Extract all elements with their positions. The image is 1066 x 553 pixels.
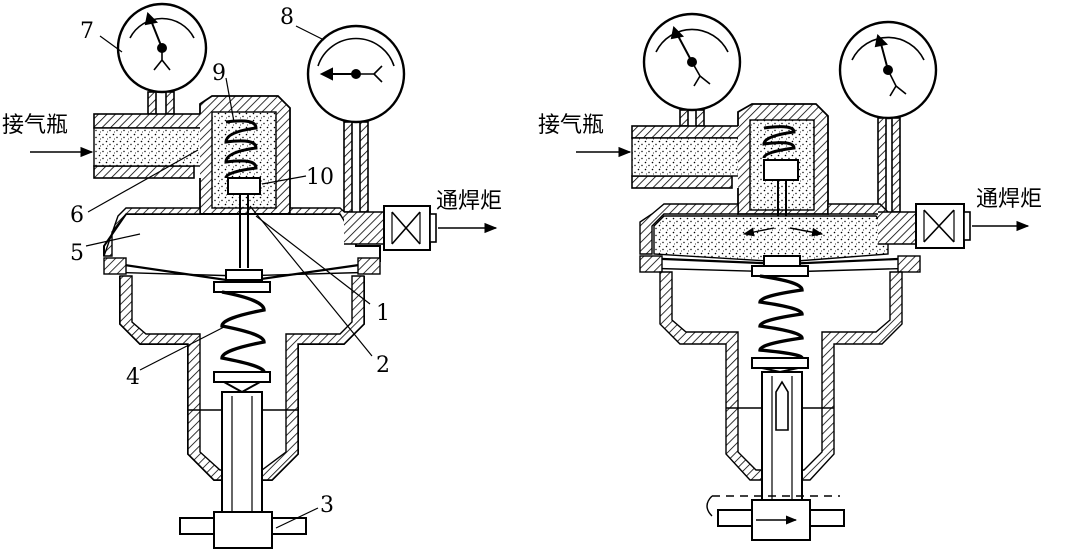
right-main-body: [639, 203, 921, 541]
left-inlet-label: 接气瓶: [2, 113, 68, 138]
part-number-10: 10: [306, 165, 334, 190]
right-high-pressure-gauge: [642, 12, 742, 127]
part-number-3: 3: [320, 493, 334, 518]
part-number-4: 4: [126, 365, 140, 390]
part-number-8: 8: [280, 5, 294, 30]
outlet-fitting: [344, 205, 498, 251]
inlet-pipe: [93, 113, 215, 179]
high-pressure-gauge: [116, 2, 208, 115]
part-number-6: 6: [70, 203, 84, 228]
right-outlet-fitting: [878, 203, 1030, 249]
right-low-pressure-gauge: [838, 20, 938, 213]
part-number-9: 9: [212, 61, 226, 86]
leader-lines: [85, 25, 373, 529]
left-labels: 接气瓶 通焊炬 7 8 9 10 6 5 1 2 4 3: [2, 5, 502, 518]
low-pressure-gauge: [306, 24, 406, 213]
part-number-5: 5: [70, 241, 84, 266]
right-inlet-pipe: [631, 125, 753, 189]
part-number-1: 1: [376, 301, 390, 326]
part-number-7: 7: [80, 19, 94, 44]
right-labels: 接气瓶 通焊炬: [538, 113, 1042, 212]
part-number-2: 2: [376, 353, 390, 378]
right-inlet-label: 接气瓶: [538, 113, 604, 138]
left-outlet-label: 通焊炬: [436, 189, 502, 214]
main-body: [103, 207, 381, 549]
right-regulator: [576, 12, 1030, 541]
left-regulator: [30, 2, 498, 549]
right-high-pressure-chamber: [737, 103, 829, 256]
right-outlet-label: 通焊炬: [976, 187, 1042, 212]
high-pressure-chamber: [199, 95, 291, 268]
